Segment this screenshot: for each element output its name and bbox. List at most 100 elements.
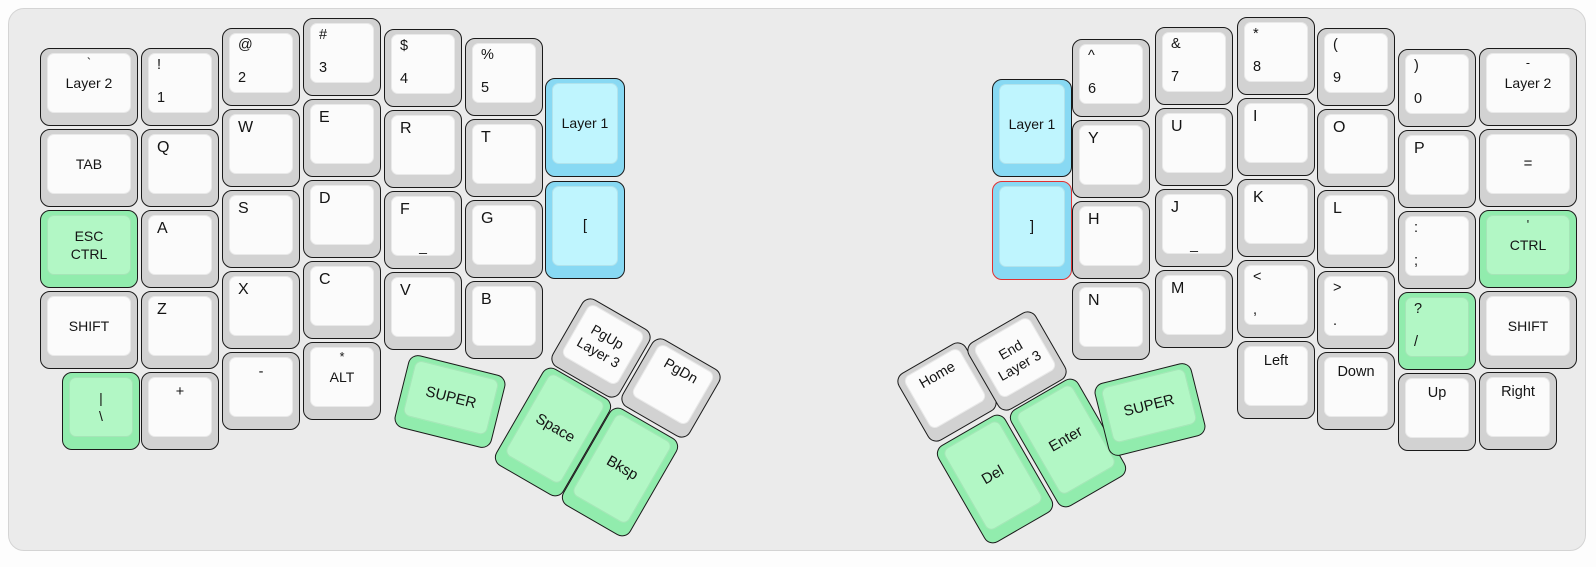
key-v[interactable]: V	[384, 272, 462, 350]
key-label: 6	[1088, 80, 1097, 97]
keycap-face: Down	[1324, 357, 1388, 417]
key-label: H	[1088, 211, 1100, 228]
key-f[interactable]: F_	[384, 191, 462, 269]
keycap-face: ^6	[1079, 44, 1143, 104]
key-at-2[interactable]: @2	[222, 28, 300, 106]
keycap-face: (9	[1324, 33, 1388, 93]
key-w[interactable]: W	[222, 109, 300, 187]
keycap-face: O	[1324, 114, 1388, 174]
key-u[interactable]: U	[1155, 108, 1233, 186]
key-arrow-left[interactable]: Left	[1237, 341, 1315, 419]
keycap-face: ]	[999, 186, 1065, 267]
key-arrow-right[interactable]: Right	[1479, 372, 1557, 450]
key-excl-1[interactable]: !1	[141, 48, 219, 126]
key-dollar-4[interactable]: $4	[384, 29, 462, 107]
key-label: Left	[1263, 353, 1289, 369]
keycap-face: Layer 1	[552, 83, 618, 164]
key-label: Up	[1427, 385, 1447, 401]
key-lt-comma[interactable]: <,	[1237, 260, 1315, 338]
key-rparen-0[interactable]: )0	[1398, 49, 1476, 127]
keycap-face: Layer 1	[999, 84, 1065, 164]
key-star-alt[interactable]: *ALT	[303, 342, 381, 420]
key-i[interactable]: I	[1237, 98, 1315, 176]
key-label: .	[1333, 312, 1338, 329]
key-star-8[interactable]: *8	[1237, 17, 1315, 95]
keycap-face: U	[1162, 113, 1226, 173]
key-n[interactable]: N	[1072, 282, 1150, 360]
key-minus-layer2[interactable]: -Layer 2	[1479, 48, 1577, 126]
key-label: %	[481, 47, 494, 63]
key-label: T	[481, 129, 491, 146]
key-x[interactable]: X	[222, 271, 300, 349]
key-o[interactable]: O	[1317, 109, 1395, 187]
key-gt-period[interactable]: >.	[1317, 271, 1395, 349]
key-amp-7[interactable]: &7	[1155, 27, 1233, 105]
key-grave-layer2[interactable]: `Layer 2	[40, 48, 138, 126]
key-h[interactable]: H	[1072, 201, 1150, 279]
keycap-face: |\	[69, 377, 133, 437]
keycap-face: E	[310, 104, 374, 164]
keycap-face: [	[552, 186, 618, 266]
key-shift-right[interactable]: SHIFT	[1479, 291, 1577, 369]
key-question-slash[interactable]: ?/	[1398, 292, 1476, 370]
key-colon-semi[interactable]: :;	[1398, 211, 1476, 289]
key-p[interactable]: P	[1398, 130, 1476, 208]
key-b[interactable]: B	[465, 281, 543, 359]
key-l[interactable]: L	[1317, 190, 1395, 268]
keycap-face: X	[229, 276, 293, 336]
keycap-face: S	[229, 195, 293, 255]
key-minus-left[interactable]: -	[222, 352, 300, 430]
key-layer1-right[interactable]: Layer 1	[992, 79, 1072, 177]
key-super-left[interactable]: SUPER	[392, 353, 508, 450]
key-super-right[interactable]: SUPER	[1092, 361, 1208, 458]
key-label: I	[1253, 108, 1258, 125]
key-d[interactable]: D	[303, 180, 381, 258]
key-label: D	[319, 190, 331, 207]
key-y[interactable]: Y	[1072, 120, 1150, 198]
key-m[interactable]: M	[1155, 270, 1233, 348]
keycap-face: D	[310, 185, 374, 245]
key-pipe-backslash[interactable]: |\	[62, 372, 140, 450]
key-a[interactable]: A	[141, 210, 219, 288]
key-label: A	[157, 220, 168, 237]
key-label: O	[1333, 119, 1346, 136]
key-r[interactable]: R	[384, 110, 462, 188]
key-arrow-up[interactable]: Up	[1398, 373, 1476, 451]
key-label: C	[319, 271, 331, 288]
key-lparen-9[interactable]: (9	[1317, 28, 1395, 106]
key-quote-ctrl[interactable]: 'CTRL	[1479, 210, 1577, 288]
key-g[interactable]: G	[465, 200, 543, 278]
key-label: &	[1171, 36, 1181, 52]
key-q[interactable]: Q	[141, 129, 219, 207]
key-z[interactable]: Z	[141, 291, 219, 369]
key-label: :	[1414, 220, 1419, 236]
key-label: L	[1333, 200, 1342, 217]
keycap-face: !1	[148, 53, 212, 113]
key-hash-3[interactable]: #3	[303, 18, 381, 96]
key-label: !	[157, 57, 162, 73]
key-k[interactable]: K	[1237, 179, 1315, 257]
key-s[interactable]: S	[222, 190, 300, 268]
keycap-face: K	[1244, 184, 1308, 244]
key-layer1-left[interactable]: Layer 1	[545, 78, 625, 177]
keycap-face: @2	[229, 33, 293, 93]
key-label: 5	[481, 79, 490, 96]
key-rbracket[interactable]: ]	[992, 181, 1072, 280]
key-label: \	[99, 408, 103, 424]
key-label: *	[1253, 26, 1259, 42]
key-arrow-down[interactable]: Down	[1317, 352, 1395, 430]
key-lbracket[interactable]: [	[545, 181, 625, 279]
key-caret-6[interactable]: ^6	[1072, 39, 1150, 117]
key-c[interactable]: C	[303, 261, 381, 339]
key-t[interactable]: T	[465, 119, 543, 197]
key-equals[interactable]: =	[1479, 129, 1577, 207]
key-tab[interactable]: TAB	[40, 129, 138, 207]
key-plus[interactable]: +	[141, 372, 219, 450]
key-pct-5[interactable]: %5	[465, 38, 543, 116]
key-shift-left[interactable]: SHIFT	[40, 291, 138, 369]
keycap-face: >.	[1324, 276, 1388, 336]
key-e[interactable]: E	[303, 99, 381, 177]
key-label: -	[1525, 56, 1531, 70]
key-j[interactable]: J_	[1155, 189, 1233, 267]
